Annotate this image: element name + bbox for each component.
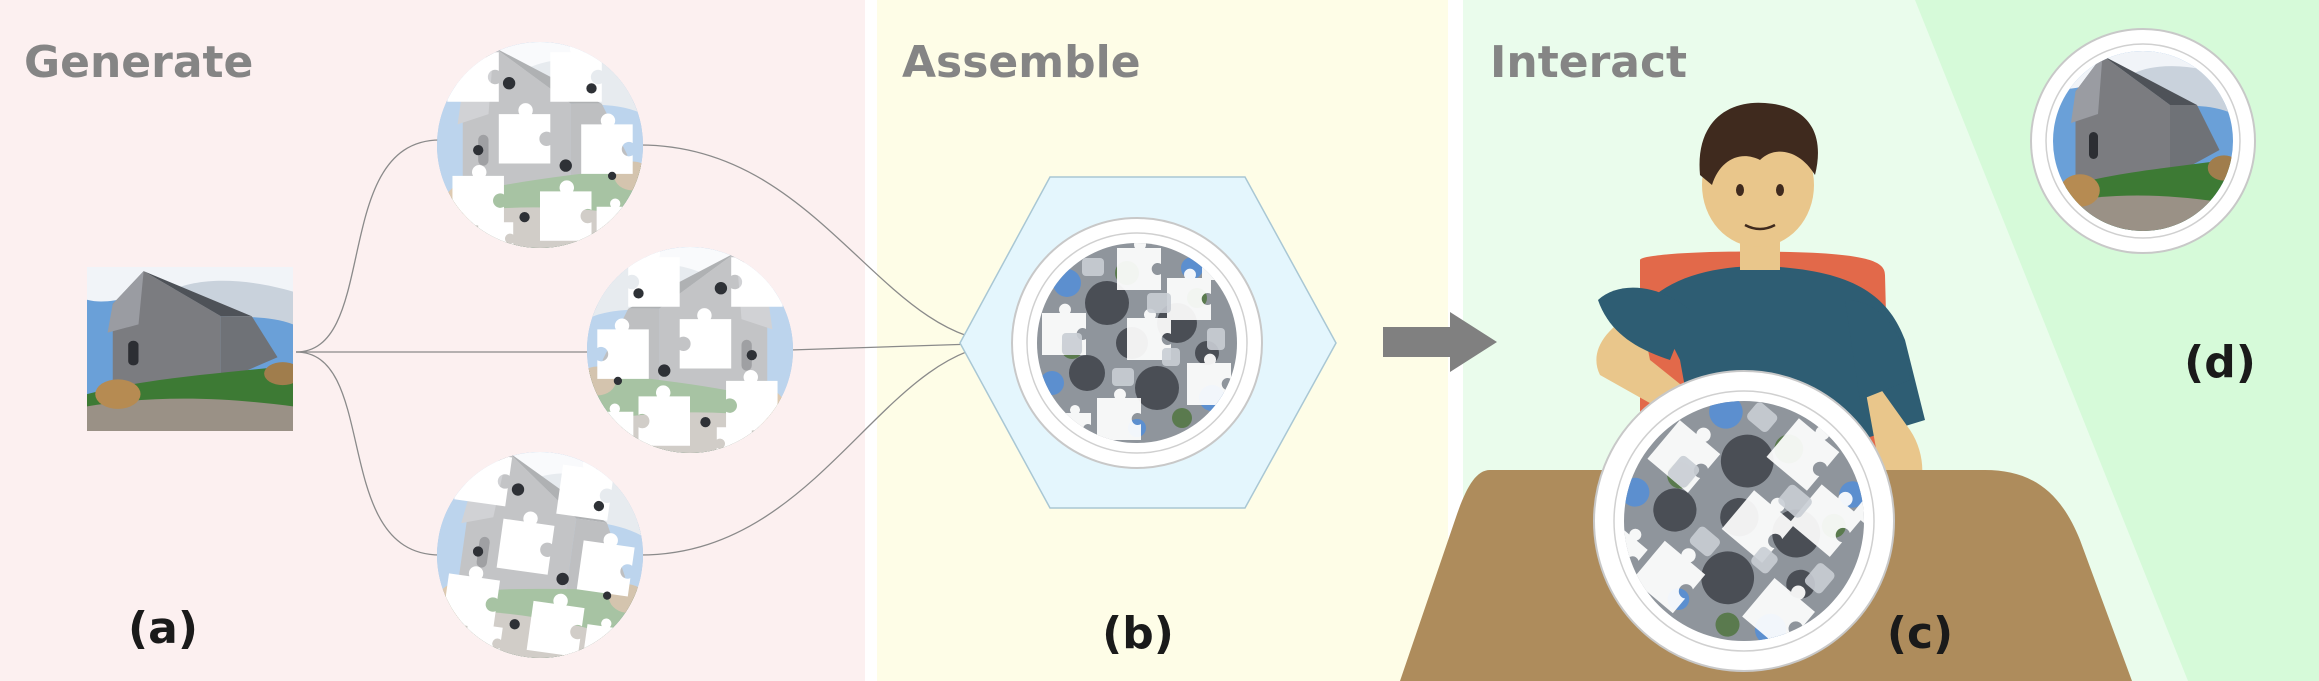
plate-inner-ring — [1026, 232, 1248, 454]
right-arrow-icon — [1383, 312, 1497, 372]
label-c: (c) — [1887, 608, 1953, 659]
assemble-title: Assemble — [902, 37, 1141, 88]
generate-title: Generate — [24, 37, 253, 88]
connector-lines — [295, 139, 1006, 556]
label-b: (b) — [1102, 608, 1174, 659]
church-photo — [87, 267, 293, 431]
panel-divider — [865, 0, 877, 681]
interact-title: Interact — [1490, 37, 1687, 88]
plate-inner-ring — [1613, 390, 1875, 652]
label-d: (d) — [2184, 337, 2256, 388]
label-a: (a) — [128, 603, 198, 654]
plate-inner-ring — [2045, 43, 2241, 239]
